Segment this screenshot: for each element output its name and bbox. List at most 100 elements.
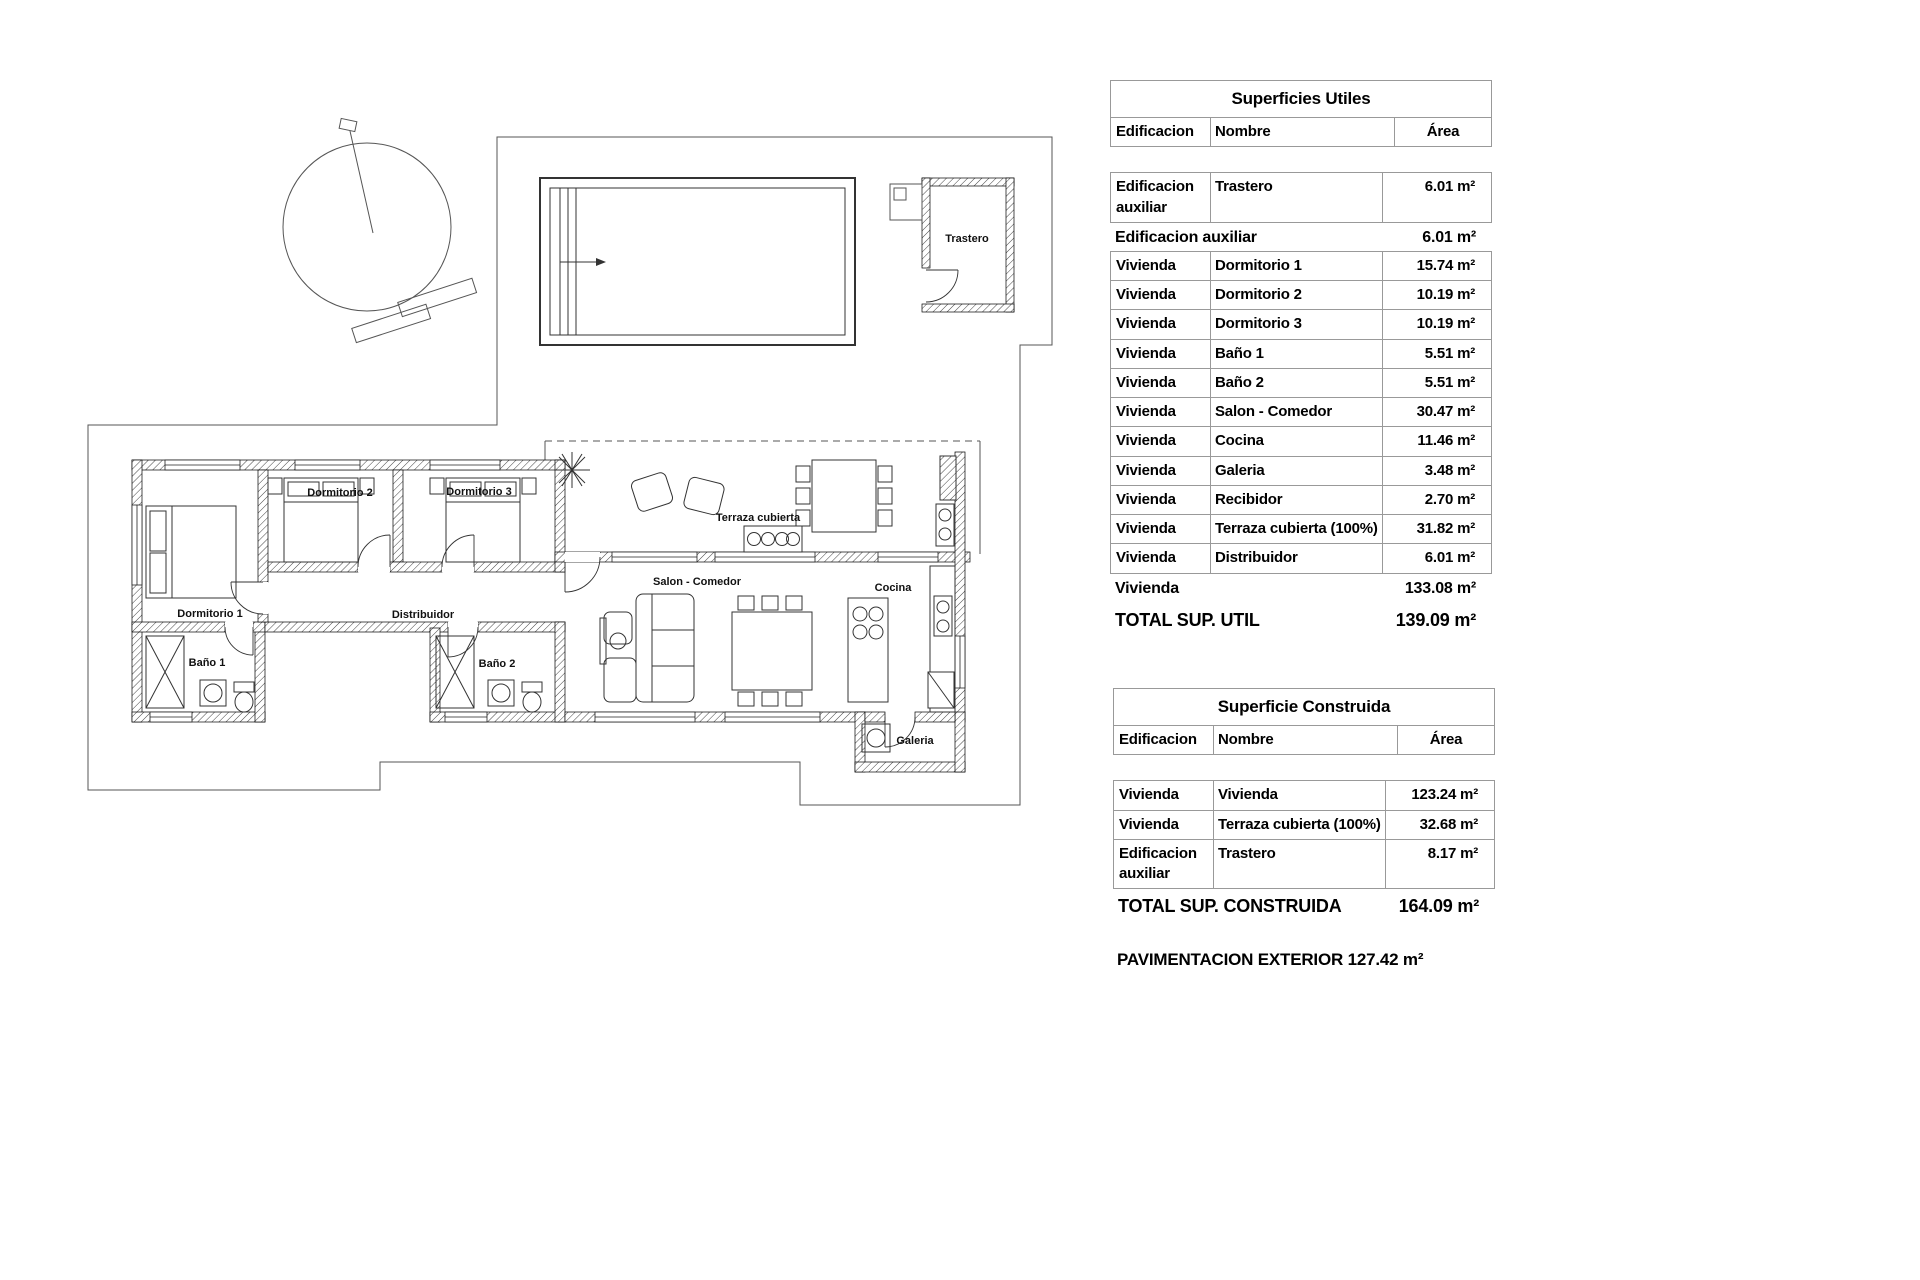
cell-edificacion: Vivienda [1119, 786, 1179, 804]
table-row: Vivienda Salon - Comedor 30.47 m² [1110, 397, 1492, 428]
superficie-construida-table: Superficie Construida Edificacion Nombre… [1113, 688, 1495, 924]
tree [282, 117, 478, 344]
cell-nombre: Galeria [1210, 456, 1382, 485]
cell-edificacion: Vivienda [1116, 373, 1176, 391]
cell-nombre: Dormitorio 3 [1210, 310, 1382, 339]
cell-area: 10.19 m² [1382, 310, 1491, 339]
table-row: Vivienda Baño 1 5.51 m² [1110, 338, 1492, 369]
label-trastero: Trastero [945, 233, 989, 245]
label-dormitorio2: Dormitorio 2 [307, 487, 372, 499]
bathroom1-fixtures [145, 635, 255, 713]
table-row: Vivienda Galeria 3.48 m² [1110, 455, 1492, 486]
cell-area: 11.46 m² [1382, 427, 1491, 456]
cell-area: 123.24 m² [1385, 781, 1494, 810]
plant-icon [554, 452, 590, 488]
bed-dorm2 [267, 477, 375, 563]
subtotal-value: 6.01 m² [1422, 228, 1476, 246]
table-row: Vivienda Baño 2 5.51 m² [1110, 367, 1492, 398]
subtotal-value: 133.08 m² [1404, 579, 1476, 597]
label-dormitorio1: Dormitorio 1 [177, 608, 242, 620]
terraza-furniture [554, 452, 957, 553]
cell-nombre: Dormitorio 1 [1210, 251, 1382, 280]
sofa [603, 593, 695, 703]
pavimentacion-note: PAVIMENTACION EXTERIOR 127.42 m² [1117, 950, 1424, 969]
superficies-utiles-table: Superficies Utiles Edificacion Nombre Ár… [1110, 80, 1492, 638]
cell-area: 10.19 m² [1382, 281, 1491, 310]
cell-area: 3.48 m² [1382, 456, 1491, 485]
cell-area: 5.51 m² [1382, 368, 1491, 397]
galeria-appliance [861, 723, 891, 753]
kitchen [847, 565, 956, 713]
total-label: TOTAL SUP. CONSTRUIDA [1118, 896, 1342, 917]
doors [224, 534, 916, 748]
walls [131, 451, 971, 773]
cell-nombre: Salon - Comedor [1210, 398, 1382, 427]
cell-edificacion: Vivienda [1116, 432, 1176, 450]
cell-area: 6.01 m² [1382, 173, 1491, 222]
subtotal-aux: Edificacion auxiliar 6.01 m² [1110, 223, 1492, 252]
label-dormitorio3: Dormitorio 3 [446, 486, 511, 498]
table-row: Vivienda Recibidor 2.70 m² [1110, 484, 1492, 515]
cell-nombre: Cocina [1210, 427, 1382, 456]
header-area: Área [1397, 726, 1494, 755]
table-title: Superficie Construida [1113, 688, 1495, 726]
table-row: Vivienda Vivienda 123.24 m² [1113, 780, 1495, 811]
dining-table [731, 595, 813, 707]
cell-edificacion: Vivienda [1116, 520, 1176, 537]
cell-edificacion: Vivienda [1119, 815, 1179, 833]
terraza-table [795, 459, 893, 533]
total-sup-util: TOTAL SUP. UTIL 139.09 m² [1110, 603, 1492, 638]
cell-area: 31.82 m² [1382, 515, 1491, 544]
cell-edificacion: Edificacion auxiliar [1119, 844, 1197, 882]
cell-edificacion: Vivienda [1116, 315, 1176, 333]
table-header: Edificacion Nombre Área [1113, 725, 1495, 756]
terraza-boundary [544, 440, 981, 554]
label-bano1: Baño 1 [189, 657, 226, 669]
plot-boundary [87, 136, 1053, 806]
cell-area: 5.51 m² [1382, 339, 1491, 368]
table-row: Vivienda Dormitorio 3 10.19 m² [1110, 309, 1492, 340]
cell-nombre: Terraza cubierta (100%) [1210, 515, 1382, 544]
bed-dorm3 [429, 477, 537, 563]
cell-edificacion: Vivienda [1116, 461, 1176, 479]
cell-area: 32.68 m² [1385, 810, 1494, 839]
total-value: 139.09 m² [1395, 609, 1476, 630]
cell-nombre: Recibidor [1210, 485, 1382, 514]
cell-nombre: Baño 1 [1210, 339, 1382, 368]
bbq-grill [743, 525, 803, 553]
total-sup-construida: TOTAL SUP. CONSTRUIDA 164.09 m² [1113, 889, 1495, 924]
cell-edificacion: Vivienda [1116, 490, 1176, 508]
pool [539, 177, 856, 346]
table-row: Edificacion auxiliar Trastero 8.17 m² [1113, 838, 1495, 890]
cell-area: 6.01 m² [1382, 544, 1491, 573]
label-salon: Salon - Comedor [653, 576, 742, 588]
bed-dorm1 [145, 505, 237, 599]
cell-nombre: Distribuidor [1210, 544, 1382, 573]
label-cocina: Cocina [875, 582, 913, 594]
total-value: 164.09 m² [1398, 896, 1479, 917]
tv-unit [599, 617, 627, 665]
table-row: Vivienda Distribuidor 6.01 m² [1110, 543, 1492, 574]
cell-edificacion: Vivienda [1116, 286, 1176, 303]
table-row: Vivienda Terraza cubierta (100%) 32.68 m… [1113, 809, 1495, 840]
cell-area: 30.47 m² [1382, 398, 1491, 427]
cell-area: 15.74 m² [1382, 251, 1491, 280]
windows [131, 459, 966, 723]
cell-nombre: Vivienda [1213, 781, 1385, 810]
label-distribuidor: Distribuidor [392, 609, 455, 621]
cell-edificacion: Vivienda [1116, 256, 1176, 274]
cell-nombre: Trastero [1210, 173, 1382, 222]
floor-plan: Trastero [87, 117, 1053, 806]
cell-edificacion: Vivienda [1116, 344, 1176, 362]
header-edificacion: Edificacion [1119, 731, 1197, 748]
cell-nombre: Terraza cubierta (100%) [1213, 810, 1385, 839]
table-row: Vivienda Dormitorio 1 15.74 m² [1110, 250, 1492, 281]
header-nombre: Nombre [1213, 726, 1397, 755]
subtotal-label: Edificacion auxiliar [1115, 228, 1257, 246]
header-area: Área [1394, 118, 1491, 147]
bathroom2-fixtures [435, 635, 543, 713]
cell-nombre: Baño 2 [1210, 368, 1382, 397]
cell-edificacion: Vivienda [1116, 403, 1176, 420]
cell-edificacion: Edificacion auxiliar [1116, 178, 1194, 216]
